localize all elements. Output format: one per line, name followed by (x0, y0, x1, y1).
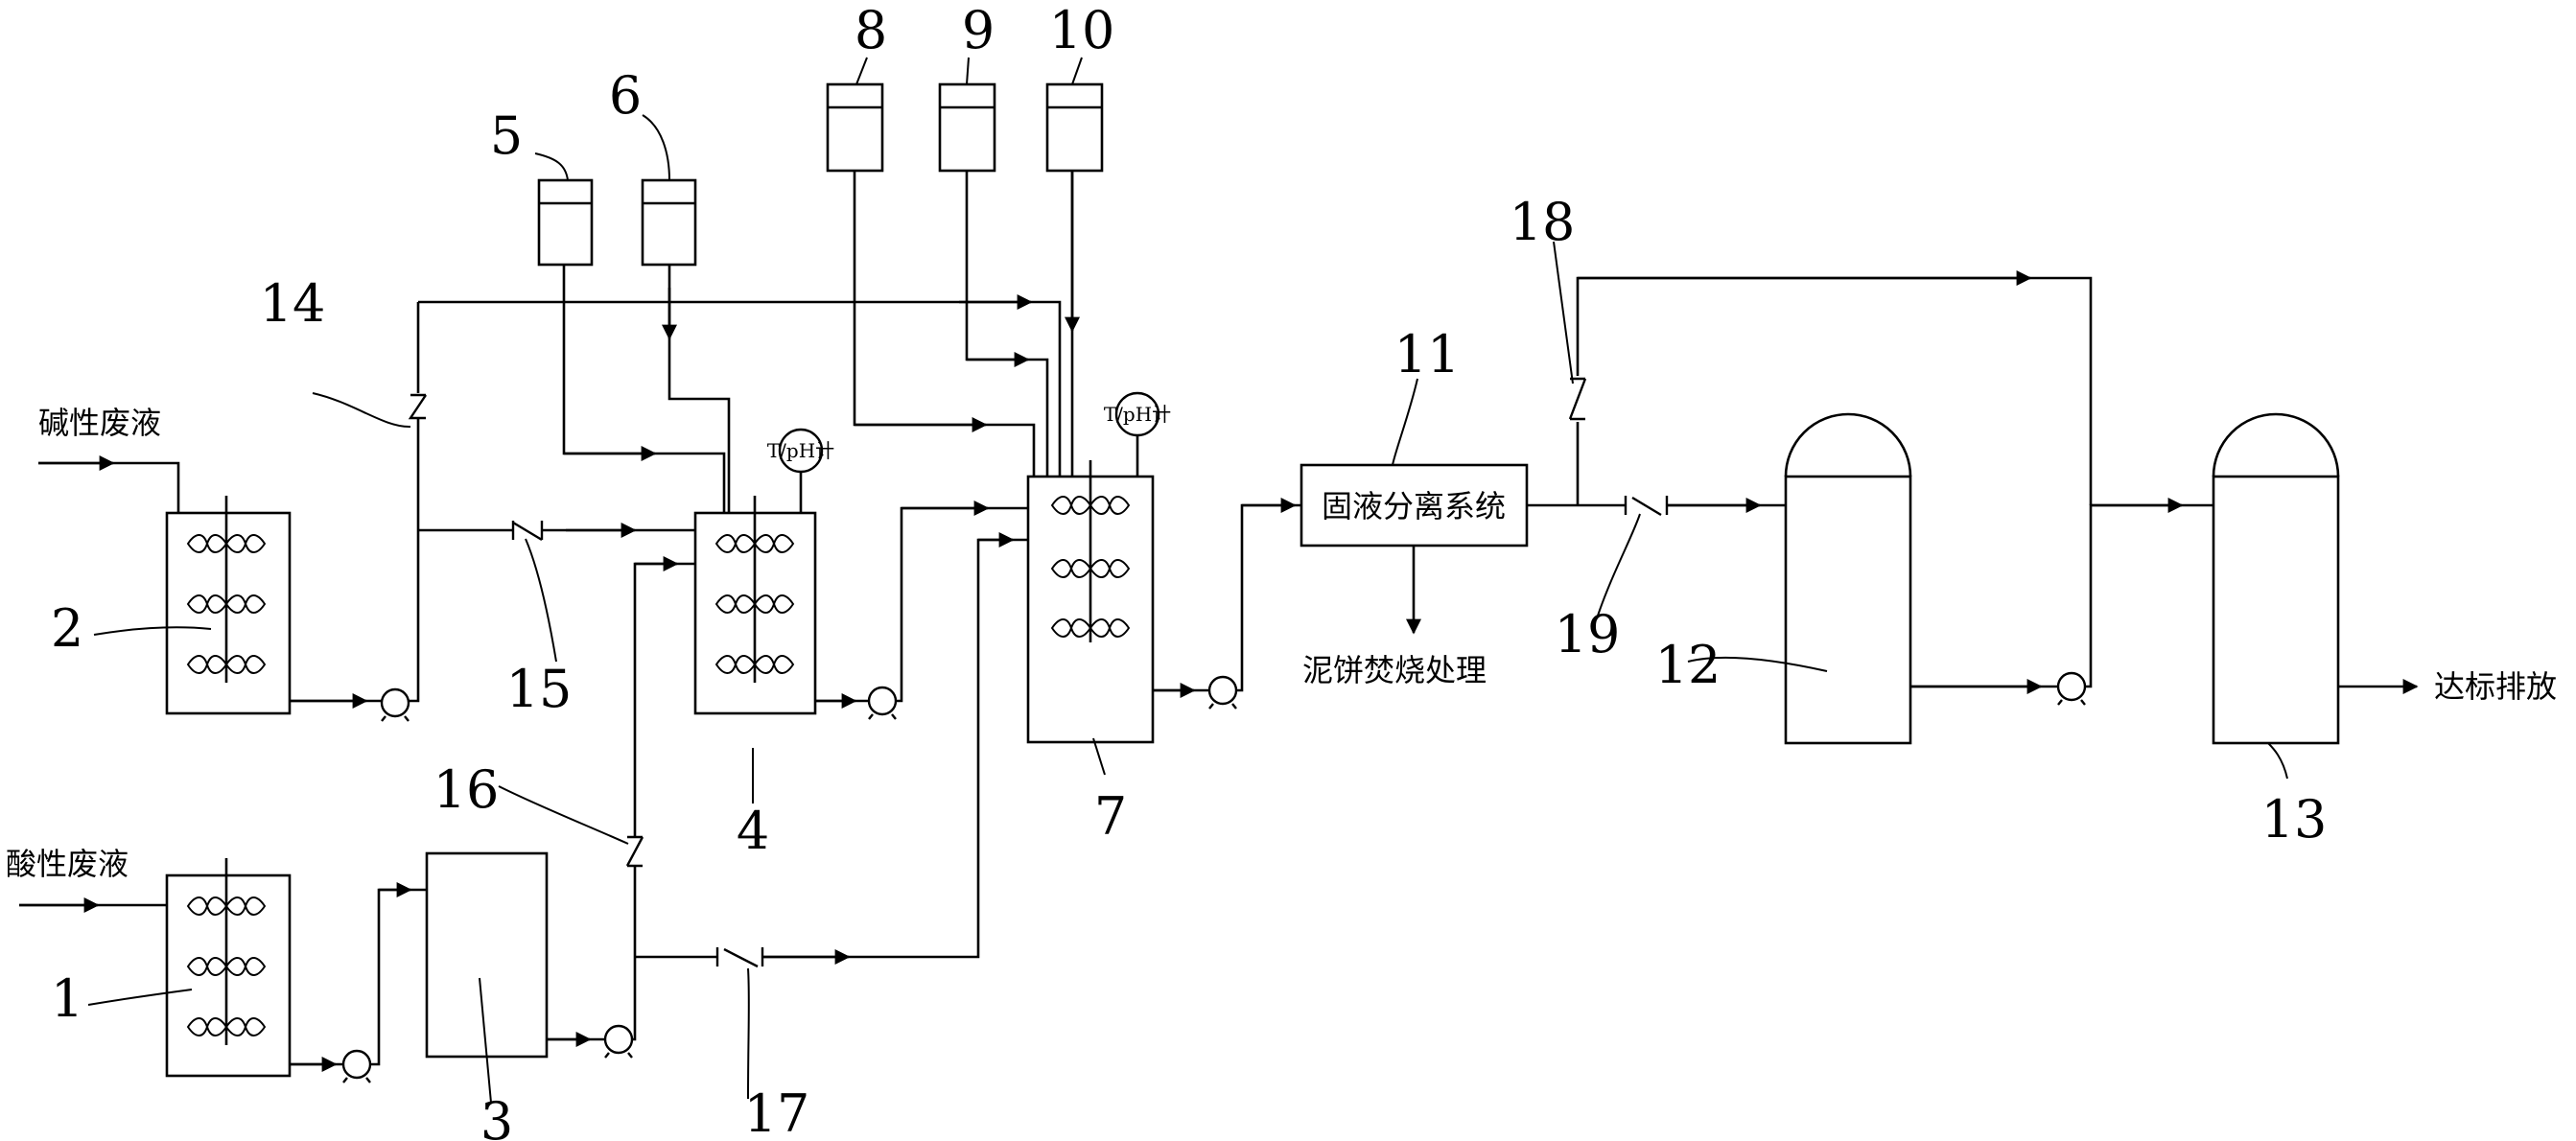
tank-2 (165, 496, 292, 715)
discharge-label: 达标排放 (2434, 668, 2557, 705)
separation-system-label: 固液分离系统 (1322, 488, 1506, 524)
pump-3 (603, 1024, 634, 1059)
tp-meter-tank4: T/pH计 (767, 428, 834, 513)
pump-4 (867, 686, 898, 720)
label-18: 18 (1510, 192, 1576, 252)
dose-line-8 (853, 171, 1036, 477)
label-15: 15 (506, 659, 573, 719)
dosing-tank-10 (1045, 82, 1104, 173)
pump-12 (2056, 671, 2087, 706)
label-17: 17 (744, 1083, 810, 1141)
check-valve-15 (511, 521, 544, 542)
pump-2 (380, 687, 410, 722)
alkaline-feed-line (38, 461, 180, 513)
tank-1 (165, 858, 292, 1078)
check-valve-19 (1624, 496, 1669, 517)
tp-meter-tank7: T/pH计 (1104, 391, 1171, 477)
tank-4 (693, 496, 817, 715)
label-3: 3 (480, 1091, 513, 1141)
label-5: 5 (490, 105, 523, 166)
pump-1 (341, 1049, 372, 1083)
label-14: 14 (260, 273, 326, 334)
dosing-tank-9 (938, 82, 996, 173)
column-12 (1784, 412, 1912, 745)
check-valve-17 (715, 947, 764, 968)
dosing-tank-6 (641, 178, 697, 267)
svg-text:T/pH计: T/pH计 (767, 439, 834, 462)
label-19: 19 (1555, 604, 1621, 664)
bypass-line-top (418, 300, 1062, 477)
label-8: 8 (855, 0, 887, 60)
check-valve-16 (625, 835, 644, 868)
column-13 (2212, 412, 2340, 745)
label-12: 12 (1655, 635, 1721, 695)
pump-7 (1207, 675, 1238, 710)
svg-text:T/pH计: T/pH计 (1104, 403, 1171, 426)
label-10: 10 (1049, 0, 1115, 60)
label-11: 11 (1394, 324, 1461, 384)
dose-line-9 (965, 171, 1049, 477)
label-9: 9 (962, 0, 995, 60)
acidic-waste-label: 酸性废液 (6, 846, 129, 882)
leader-lines (87, 57, 2288, 1104)
label-13: 13 (2261, 789, 2328, 850)
label-4: 4 (737, 801, 769, 861)
dosing-tank-5 (537, 178, 594, 267)
alkaline-waste-label: 碱性废液 (38, 405, 161, 441)
tank-3 (425, 851, 549, 1059)
tank-7 (1026, 460, 1155, 744)
label-2: 2 (51, 598, 83, 659)
dosing-tank-8 (826, 82, 884, 173)
check-valve-14 (408, 393, 427, 420)
sludge-label: 泥饼焚烧处理 (1302, 652, 1487, 688)
label-1: 1 (51, 968, 83, 1029)
label-6: 6 (609, 65, 642, 126)
label-16: 16 (433, 759, 500, 820)
label-7: 7 (1094, 786, 1127, 847)
